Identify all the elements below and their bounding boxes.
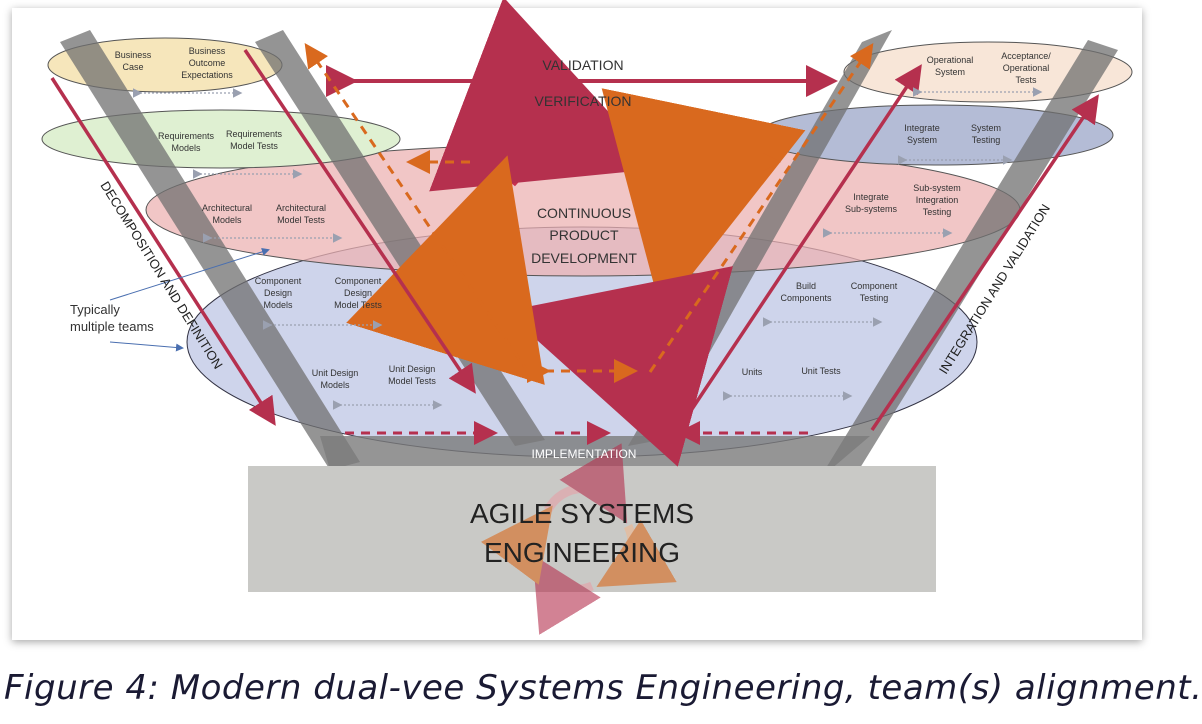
build-components-line1: Build [796,281,816,291]
subsystem-testing-line3: Testing [923,207,952,217]
implementation-label: IMPLEMENTATION [532,447,637,461]
subsystem-testing-line2: Integration [916,195,959,205]
architectural-tests-line1: Architectural [276,203,326,213]
acceptance-tests-line2: Operational [1003,63,1050,73]
build-components-line2: Components [780,293,832,303]
note-pointer-lower [109,341,184,352]
unit-tests-label: Unit Tests [801,366,841,376]
unit-design-models-line1: Unit Design [312,368,359,378]
component-tests-line2: Design [344,288,372,298]
business-outcome-line3: Expectations [181,70,233,80]
business-outcome-line1: Business [189,46,226,56]
component-design-line3: Models [263,300,293,310]
continuous-development-cycle-icon [346,0,806,467]
component-design-line1: Component [255,276,302,286]
operational-system-line1: Operational [927,55,974,65]
integration-arrow [870,94,1099,431]
note-line1: Typically [70,302,120,317]
requirements-tests-line1: Requirements [226,129,283,139]
right-vee-outer-band [826,40,1118,468]
dual-vee-diagram: VALIDATION VERIFICATION CONTINUOUS PRODU… [41,0,1133,635]
verification-label: VERIFICATION [535,93,632,109]
business-case-line2: Case [122,62,143,72]
architectural-models-line2: Models [212,215,242,225]
integrate-system-line2: System [907,135,937,145]
acceptance-tests-line1: Acceptance/ [1001,51,1051,61]
unit-design-models-line2: Models [320,380,350,390]
center-label-line1: CONTINUOUS [537,205,631,221]
integrate-system-line1: Integrate [904,123,940,133]
center-label-line3: DEVELOPMENT [531,250,637,266]
unit-design-tests-line1: Unit Design [389,364,436,374]
business-outcome-line2: Outcome [189,58,226,68]
operational-system-line2: System [935,67,965,77]
note-line2: multiple teams [70,319,154,334]
architectural-models-line1: Architectural [202,203,252,213]
validation-label: VALIDATION [542,57,623,73]
integrate-subsystems-line1: Integrate [853,192,889,202]
right-ascent-arrow [688,64,922,413]
verification-left-dashed-arrow [304,43,530,373]
architectural-tests-line2: Model Tests [277,215,325,225]
center-label-line2: PRODUCT [549,227,619,243]
base-label-line1: AGILE SYSTEMS [470,498,694,529]
note-pointer-upper [109,247,270,301]
requirements-tests-line2: Model Tests [230,141,278,151]
requirements-models-line2: Models [171,143,201,153]
units-label: Units [742,367,763,377]
integrate-subsystems-line2: Sub-systems [845,204,898,214]
component-testing-line2: Testing [860,293,889,303]
component-tests-line1: Component [335,276,382,286]
subsystem-testing-line1: Sub-system [913,183,961,193]
base-label-line2: ENGINEERING [484,537,680,568]
agile-cycle-icon [480,443,677,635]
system-testing-line1: System [971,123,1001,133]
system-testing-line2: Testing [972,135,1001,145]
verification-right-dashed-arrow [648,43,874,373]
left-vee-outer-band [60,30,360,470]
business-case-line1: Business [115,50,152,60]
decomposition-arrow [50,77,276,426]
requirements-models-line1: Requirements [158,131,215,141]
component-design-line2: Design [264,288,292,298]
left-descent-arrow [243,49,476,394]
component-testing-line1: Component [851,281,898,291]
figure-caption: Figure 4: Modern dual-vee Systems Engine… [4,668,1202,708]
unit-design-tests-line2: Model Tests [388,376,436,386]
component-tests-line3: Model Tests [334,300,382,310]
acceptance-tests-line3: Tests [1015,75,1037,85]
